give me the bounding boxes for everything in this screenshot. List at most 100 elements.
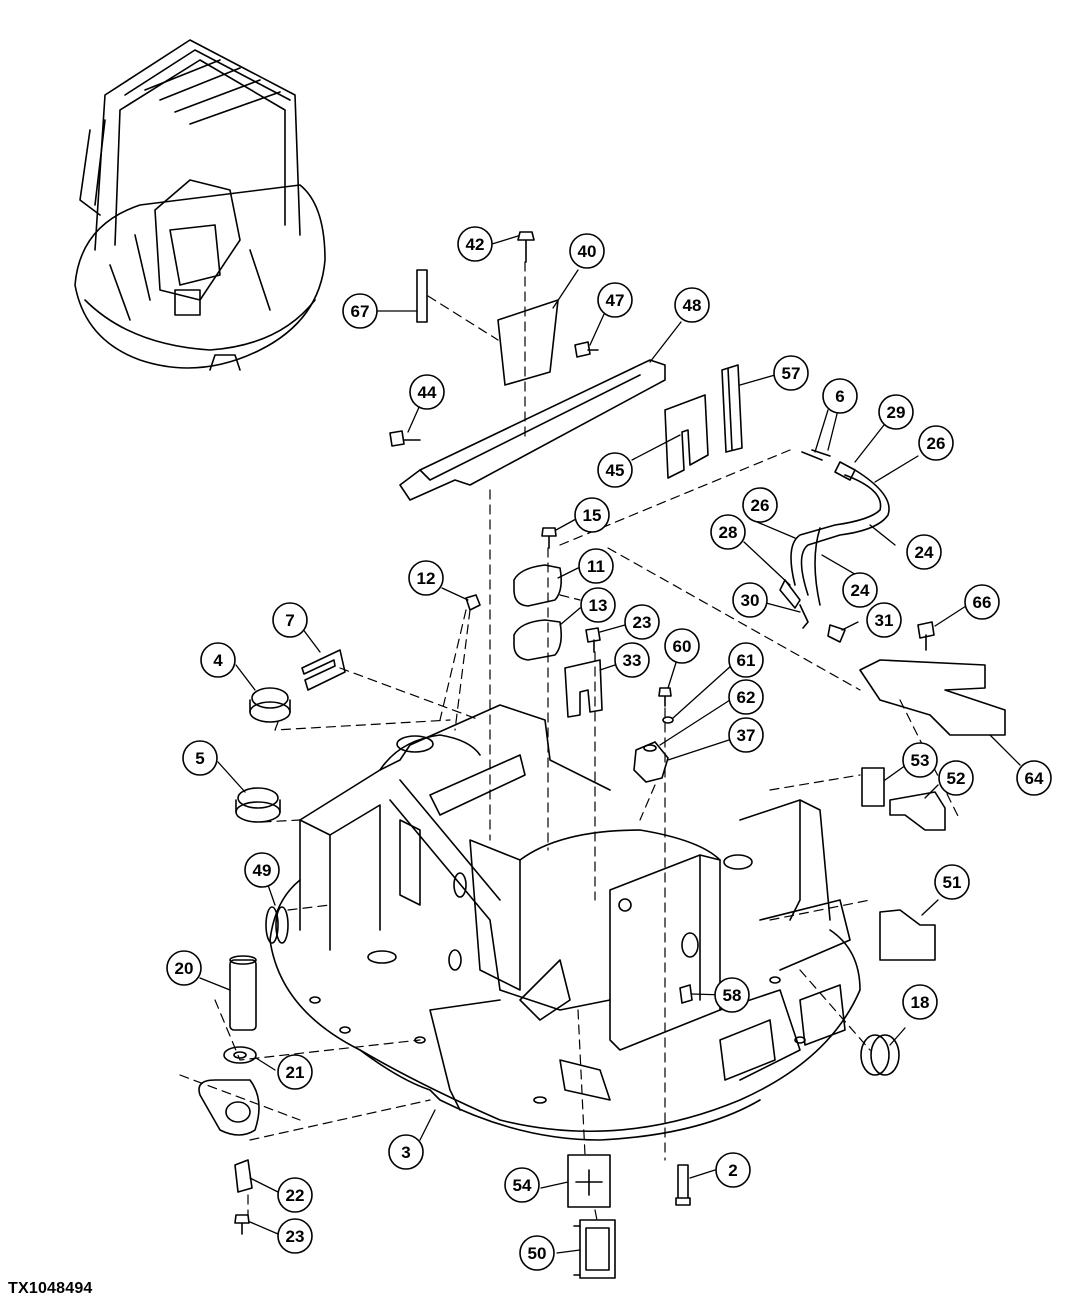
callout-30[interactable]: 30 bbox=[732, 582, 768, 618]
svg-text:15: 15 bbox=[583, 506, 602, 525]
svg-text:37: 37 bbox=[737, 726, 756, 745]
callout-54[interactable]: 54 bbox=[504, 1167, 540, 1203]
svg-text:2: 2 bbox=[728, 1161, 737, 1180]
callout-2[interactable]: 2 bbox=[715, 1152, 751, 1188]
callout-23-upper[interactable]: 23 bbox=[624, 604, 660, 640]
svg-text:33: 33 bbox=[623, 651, 642, 670]
callout-24-left[interactable]: 24 bbox=[842, 572, 878, 608]
callout-48[interactable]: 48 bbox=[674, 287, 710, 323]
callout-49[interactable]: 49 bbox=[244, 852, 280, 888]
svg-text:44: 44 bbox=[418, 383, 437, 402]
svg-text:11: 11 bbox=[587, 557, 605, 576]
callout-24-right[interactable]: 24 bbox=[906, 534, 942, 570]
callout-33[interactable]: 33 bbox=[614, 642, 650, 678]
svg-text:23: 23 bbox=[633, 613, 652, 632]
svg-text:60: 60 bbox=[673, 637, 692, 656]
callout-31[interactable]: 31 bbox=[866, 602, 902, 638]
machine-overview-inset bbox=[74, 39, 326, 371]
callout-52[interactable]: 52 bbox=[938, 760, 974, 796]
callout-67[interactable]: 67 bbox=[342, 293, 378, 329]
callout-22[interactable]: 22 bbox=[277, 1177, 313, 1213]
callout-47[interactable]: 47 bbox=[597, 282, 633, 318]
figure-id: TX1048494 bbox=[8, 1280, 93, 1297]
callout-6[interactable]: 6 bbox=[822, 378, 858, 414]
callout-3[interactable]: 3 bbox=[388, 1134, 424, 1170]
svg-text:48: 48 bbox=[683, 296, 702, 315]
leader-lines bbox=[199, 235, 1021, 1254]
callout-26-upper[interactable]: 26 bbox=[918, 425, 954, 461]
callout-45[interactable]: 45 bbox=[597, 452, 633, 488]
callout-29[interactable]: 29 bbox=[878, 394, 914, 430]
svg-text:31: 31 bbox=[875, 611, 894, 630]
callout-58[interactable]: 58 bbox=[714, 977, 750, 1013]
callout-60[interactable]: 60 bbox=[664, 628, 700, 664]
svg-text:62: 62 bbox=[737, 688, 756, 707]
callout-21[interactable]: 21 bbox=[277, 1054, 313, 1090]
callout-4[interactable]: 4 bbox=[200, 642, 236, 678]
svg-text:26: 26 bbox=[751, 496, 770, 515]
callout-64[interactable]: 64 bbox=[1016, 760, 1052, 796]
svg-text:42: 42 bbox=[466, 235, 485, 254]
parts bbox=[198, 231, 1006, 1279]
callout-42[interactable]: 42 bbox=[457, 226, 493, 262]
callout-18[interactable]: 18 bbox=[902, 984, 938, 1020]
svg-text:47: 47 bbox=[606, 291, 625, 310]
svg-text:29: 29 bbox=[887, 403, 906, 422]
callout-12[interactable]: 12 bbox=[408, 560, 444, 596]
callout-15[interactable]: 15 bbox=[574, 497, 610, 533]
callout-40[interactable]: 40 bbox=[569, 233, 605, 269]
svg-text:26: 26 bbox=[927, 434, 946, 453]
callout-44[interactable]: 44 bbox=[409, 374, 445, 410]
callout-50[interactable]: 50 bbox=[519, 1235, 555, 1271]
svg-text:23: 23 bbox=[286, 1227, 305, 1246]
callout-66[interactable]: 66 bbox=[964, 584, 1000, 620]
svg-text:12: 12 bbox=[417, 569, 436, 588]
svg-text:51: 51 bbox=[943, 873, 962, 892]
svg-text:50: 50 bbox=[528, 1244, 547, 1263]
callout-11[interactable]: 11 bbox=[578, 548, 614, 584]
svg-text:67: 67 bbox=[351, 302, 370, 321]
svg-text:58: 58 bbox=[723, 986, 742, 1005]
svg-text:53: 53 bbox=[911, 751, 930, 770]
svg-text:21: 21 bbox=[286, 1063, 305, 1082]
callout-13[interactable]: 13 bbox=[580, 587, 616, 623]
callout-23-lower[interactable]: 23 bbox=[277, 1218, 313, 1254]
svg-text:13: 13 bbox=[589, 596, 608, 615]
svg-text:3: 3 bbox=[401, 1143, 410, 1162]
callout-61[interactable]: 61 bbox=[728, 642, 764, 678]
svg-text:45: 45 bbox=[606, 461, 625, 480]
svg-text:24: 24 bbox=[915, 543, 934, 562]
callout-51[interactable]: 51 bbox=[934, 864, 970, 900]
callout-57[interactable]: 57 bbox=[773, 355, 809, 391]
svg-text:6: 6 bbox=[835, 387, 844, 406]
svg-text:52: 52 bbox=[947, 769, 966, 788]
svg-text:5: 5 bbox=[195, 749, 204, 768]
svg-text:20: 20 bbox=[175, 959, 194, 978]
svg-text:40: 40 bbox=[578, 242, 597, 261]
svg-text:64: 64 bbox=[1025, 769, 1044, 788]
callout-20[interactable]: 20 bbox=[166, 950, 202, 986]
svg-text:18: 18 bbox=[911, 993, 930, 1012]
main-frame bbox=[269, 704, 861, 1141]
svg-text:66: 66 bbox=[973, 593, 992, 612]
assembly-lines bbox=[179, 261, 961, 1221]
callout-26-lower[interactable]: 26 bbox=[742, 487, 778, 523]
svg-text:7: 7 bbox=[285, 611, 294, 630]
callout-5[interactable]: 5 bbox=[182, 740, 218, 776]
svg-text:24: 24 bbox=[851, 581, 870, 600]
svg-text:4: 4 bbox=[213, 651, 223, 670]
svg-text:49: 49 bbox=[253, 861, 272, 880]
svg-text:28: 28 bbox=[719, 523, 738, 542]
callout-28[interactable]: 28 bbox=[710, 514, 746, 550]
callout-62[interactable]: 62 bbox=[728, 679, 764, 715]
svg-text:57: 57 bbox=[782, 364, 801, 383]
svg-text:30: 30 bbox=[741, 591, 760, 610]
svg-text:22: 22 bbox=[286, 1186, 305, 1205]
callout-53[interactable]: 53 bbox=[902, 742, 938, 778]
callout-7[interactable]: 7 bbox=[272, 602, 308, 638]
callouts: 67 42 40 47 48 44 57 6 29 26 45 15 26 28… bbox=[166, 226, 1052, 1271]
callout-37[interactable]: 37 bbox=[728, 717, 764, 753]
svg-text:61: 61 bbox=[737, 651, 756, 670]
